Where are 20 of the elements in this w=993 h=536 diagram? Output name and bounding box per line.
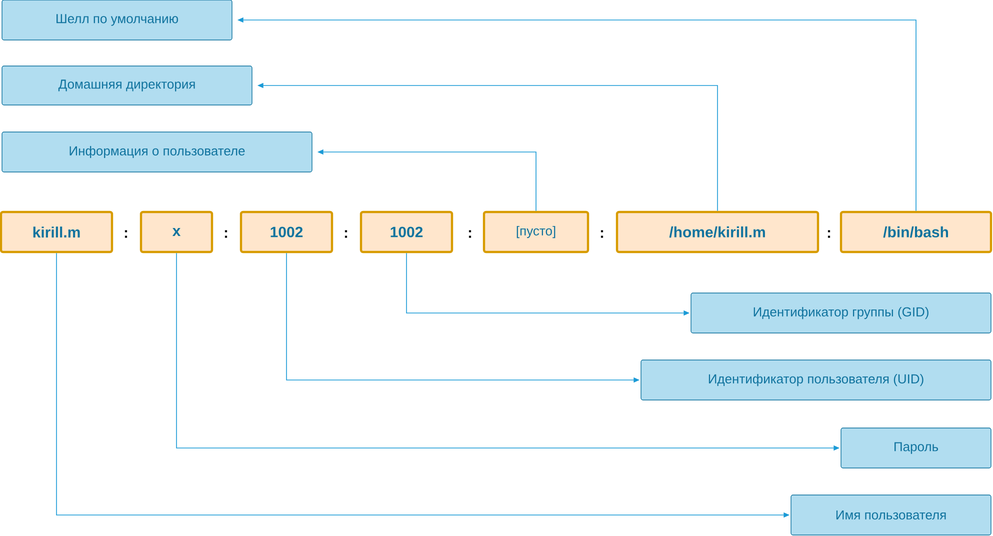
field-box: 1002: [360, 210, 454, 254]
colon-separator: :: [468, 230, 472, 238]
colon-separator: :: [124, 230, 128, 238]
description-box: Имя пользователя: [790, 494, 992, 536]
colon-separator: :: [828, 230, 830, 238]
field-box: [пусто]: [482, 210, 590, 254]
description-box: Идентификатор пользователя (UID): [640, 360, 992, 400]
colon-separator: :: [344, 230, 348, 238]
description-box: Домашняя директория: [2, 66, 252, 106]
description-box: Шелл по умолчанию: [2, 0, 232, 40]
description-box: Информация о пользователе: [2, 132, 312, 172]
field-box: /bin/bash: [840, 210, 992, 254]
field-box: 1002: [240, 210, 334, 254]
description-box: Пароль: [840, 428, 992, 468]
description-box: Идентификатор группы (GID): [690, 292, 992, 334]
field-box: /home/kirill.m: [616, 210, 820, 254]
field-box: x: [140, 210, 214, 254]
colon-separator: :: [600, 230, 604, 238]
field-box: kirill.m: [0, 210, 114, 254]
colon-separator: :: [224, 230, 228, 238]
